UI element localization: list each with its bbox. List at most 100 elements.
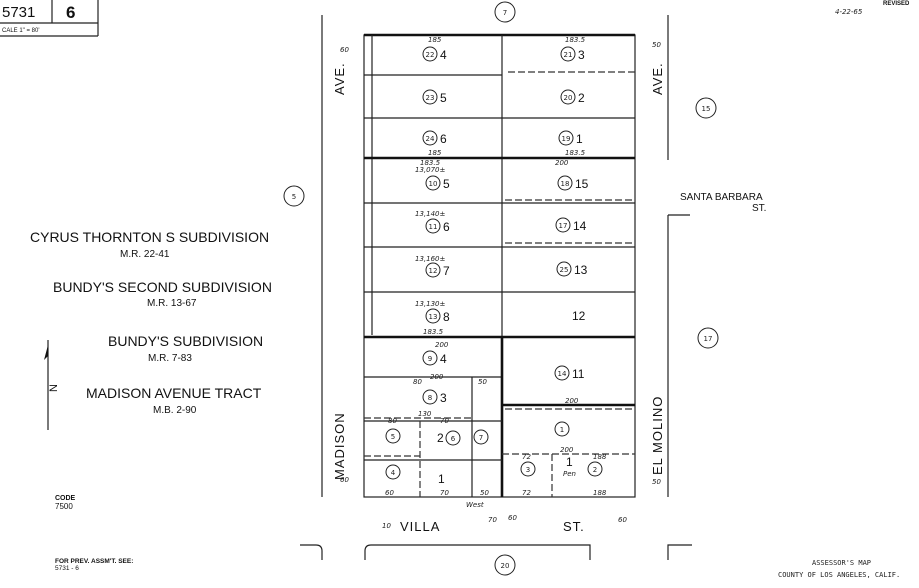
svg-text:9: 9 (428, 355, 432, 363)
villa-st-label-2: ST. (563, 519, 585, 534)
parcel[interactable]: 19 1 (558, 130, 583, 146)
svg-text:60: 60 (385, 489, 394, 497)
prev-assessment-label: FOR PREV. ASSM'T. SEE: (55, 558, 133, 565)
subdivision-ref: M.R. 7-83 (148, 353, 192, 364)
parcel[interactable]: 13 8 (425, 308, 450, 324)
svg-text:6: 6 (451, 435, 456, 443)
svg-text:3: 3 (578, 48, 585, 62)
svg-text:50: 50 (478, 378, 487, 386)
parcel[interactable]: 1 (566, 455, 573, 469)
svg-text:2: 2 (437, 431, 444, 445)
parcel[interactable]: 11 6 (425, 218, 450, 234)
subdivision-name: BUNDY'S SECOND SUBDIVISION (53, 279, 272, 295)
svg-text:3: 3 (440, 391, 447, 405)
madison-ave-label-1: AVE. (332, 62, 347, 95)
north-arrow-icon: N (44, 340, 60, 430)
parcel[interactable]: 1 (438, 472, 445, 486)
parcel[interactable]: 1 (554, 421, 570, 437)
parcel[interactable]: 7 (473, 429, 489, 445)
parcel[interactable]: 5 (385, 428, 401, 444)
santa-barbara-label-2: ST. (752, 203, 766, 214)
svg-text:6: 6 (443, 220, 450, 234)
svg-text:5: 5 (440, 91, 447, 105)
svg-text:22: 22 (426, 51, 435, 59)
svg-text:8: 8 (428, 394, 432, 402)
svg-text:12: 12 (572, 309, 586, 323)
svg-text:10: 10 (429, 180, 438, 188)
svg-text:8: 8 (443, 310, 450, 324)
assessor-map-label: ASSESSOR'S MAP (812, 559, 871, 567)
parcel[interactable]: 14 11 (554, 365, 585, 381)
parcel[interactable]: 3 (520, 461, 536, 477)
parcel[interactable]: 2 (587, 461, 603, 477)
svg-text:60: 60 (618, 516, 627, 524)
svg-text:60: 60 (340, 476, 349, 484)
svg-text:1: 1 (438, 472, 445, 486)
svg-text:10: 10 (382, 522, 391, 530)
svg-text:72: 72 (522, 453, 531, 461)
west-label: West (466, 501, 484, 509)
subdivision-ref: M.R. 22-41 (120, 249, 170, 260)
svg-text:60: 60 (508, 514, 517, 522)
block-lines (363, 33, 636, 498)
svg-text:14: 14 (558, 370, 567, 378)
svg-text:7: 7 (443, 264, 450, 278)
svg-text:21: 21 (564, 51, 573, 59)
svg-text:13: 13 (429, 313, 438, 321)
svg-text:183.5: 183.5 (423, 328, 444, 336)
page-number: 6 (66, 3, 75, 22)
svg-text:17: 17 (559, 222, 568, 230)
svg-text:50: 50 (480, 489, 489, 497)
el-molino-label-1: AVE. (650, 62, 665, 95)
street-lines (300, 15, 692, 560)
svg-text:7: 7 (479, 434, 483, 442)
parcel[interactable]: 12 (572, 309, 586, 323)
svg-text:60: 60 (340, 46, 349, 54)
svg-text:12: 12 (429, 267, 438, 275)
svg-text:5: 5 (391, 433, 395, 441)
svg-text:1: 1 (566, 455, 573, 469)
scale-label: CALE 1" = 80' (2, 28, 39, 34)
parcel[interactable]: 21 3 (560, 46, 585, 62)
parcel[interactable]: 23 5 (422, 89, 447, 105)
svg-text:72: 72 (522, 489, 531, 497)
prev-assessment-value: 5731 - 6 (55, 565, 79, 572)
svg-text:185: 185 (428, 149, 442, 157)
revised-date: 4-22-65 (835, 8, 863, 16)
el-molino-label-2: EL MOLINO (650, 396, 665, 475)
parcel[interactable]: 4 (385, 464, 401, 480)
svg-text:1: 1 (576, 132, 583, 146)
svg-text:11: 11 (572, 367, 585, 381)
svg-text:183.5: 183.5 (565, 149, 586, 157)
svg-text:183.5: 183.5 (565, 36, 586, 44)
svg-text:11: 11 (429, 223, 438, 231)
svg-text:18: 18 (561, 180, 570, 188)
svg-text:185: 185 (428, 36, 442, 44)
parcel[interactable]: 12 7 (425, 262, 450, 278)
svg-text:80: 80 (413, 378, 422, 386)
subdivision-ref: M.B. 2-90 (153, 405, 197, 416)
svg-text:200: 200 (430, 373, 444, 381)
svg-text:200: 200 (560, 446, 574, 454)
block-20: 20 (501, 562, 510, 570)
svg-text:19: 19 (562, 135, 571, 143)
svg-text:24: 24 (426, 135, 435, 143)
svg-text:3: 3 (526, 466, 530, 474)
block-7: 7 (503, 9, 507, 17)
svg-text:183.5: 183.5 (420, 159, 441, 167)
block-15: 15 (702, 105, 711, 113)
revised-label: REVISED (883, 1, 910, 7)
svg-text:23: 23 (426, 94, 435, 102)
